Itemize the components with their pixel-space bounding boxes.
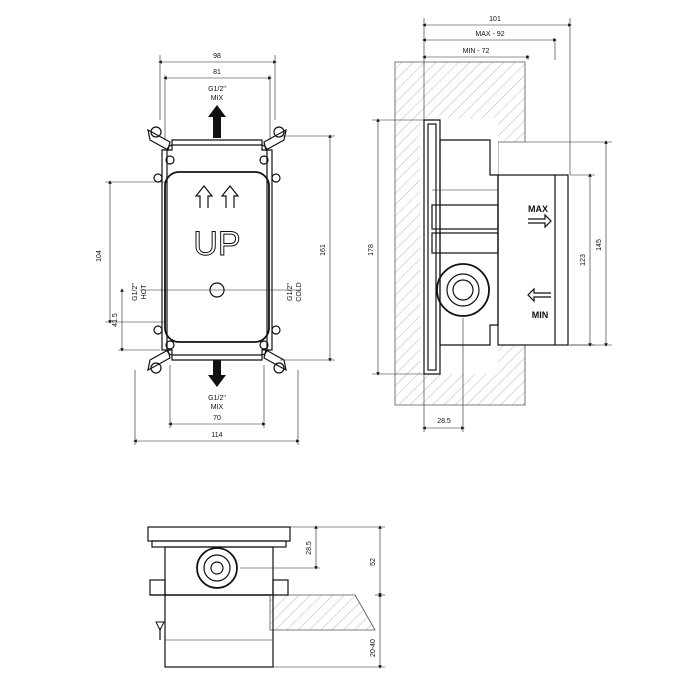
dim-104-label: 104 [96,250,103,262]
side-flange [423,119,441,375]
dim-101-label: 101 [489,16,501,23]
side-view: 101 MAX - 92 MIN - 72 MAX MIN 178 [368,16,612,432]
dim-28-5-b-label: 28.5 [306,541,313,555]
box-body-outline [161,139,273,361]
dim-28-5-label: 28.5 [437,418,451,425]
mounting-ears [147,126,287,374]
up-label: UP [193,225,240,263]
flow-up-arrow-icon [208,105,226,138]
max-label: MAX [528,204,548,214]
min-arrow-icon [527,287,551,303]
hot-port-size: G1/2" [132,283,139,301]
dim-52-label: 52 [370,558,377,566]
bottom-wall-section [269,594,376,631]
dim-123-label: 123 [580,254,587,266]
dim-min-label: MIN - 72 [463,48,490,55]
dim-41-5-label: 41.5 [112,313,119,327]
dim-70-label: 70 [213,415,221,422]
dim-98-label: 98 [213,53,221,60]
up-arrow-right-icon [220,185,240,208]
dim-145-label: 145 [596,239,603,251]
dim-161-label: 161 [320,244,327,256]
front-view: 98 81 G1/2" MIX [96,53,335,445]
max-arrow-icon [528,213,552,229]
dim-114-label: 114 [211,432,222,439]
bottom-port-name: MIX [211,404,224,411]
dim-81-label: 81 [213,69,221,76]
bottom-view: 28.5 52 20-40 [147,525,385,669]
top-port-size: G1/2" [208,86,226,93]
box-inner-opening [164,171,270,343]
bottom-valve-port [196,547,238,589]
top-port-name: MIX [211,95,224,102]
up-arrow-left-icon [194,185,214,208]
flow-down-arrow-icon [208,360,226,387]
hot-port-name: HOT [141,284,148,300]
bottom-port-size: G1/2" [208,395,226,402]
bottom-extension [164,594,274,668]
dim-20-40-label: 20-40 [370,639,377,657]
cold-port-size: G1/2" [287,283,294,301]
cold-port-name: COLD [296,282,303,301]
dim-max-label: MAX - 92 [475,31,504,38]
level-marker-icon [155,621,165,632]
bottom-top-plate [147,526,291,542]
side-valve-port [436,263,490,317]
dim-178-label: 178 [368,244,375,256]
min-label: MIN [532,310,549,320]
